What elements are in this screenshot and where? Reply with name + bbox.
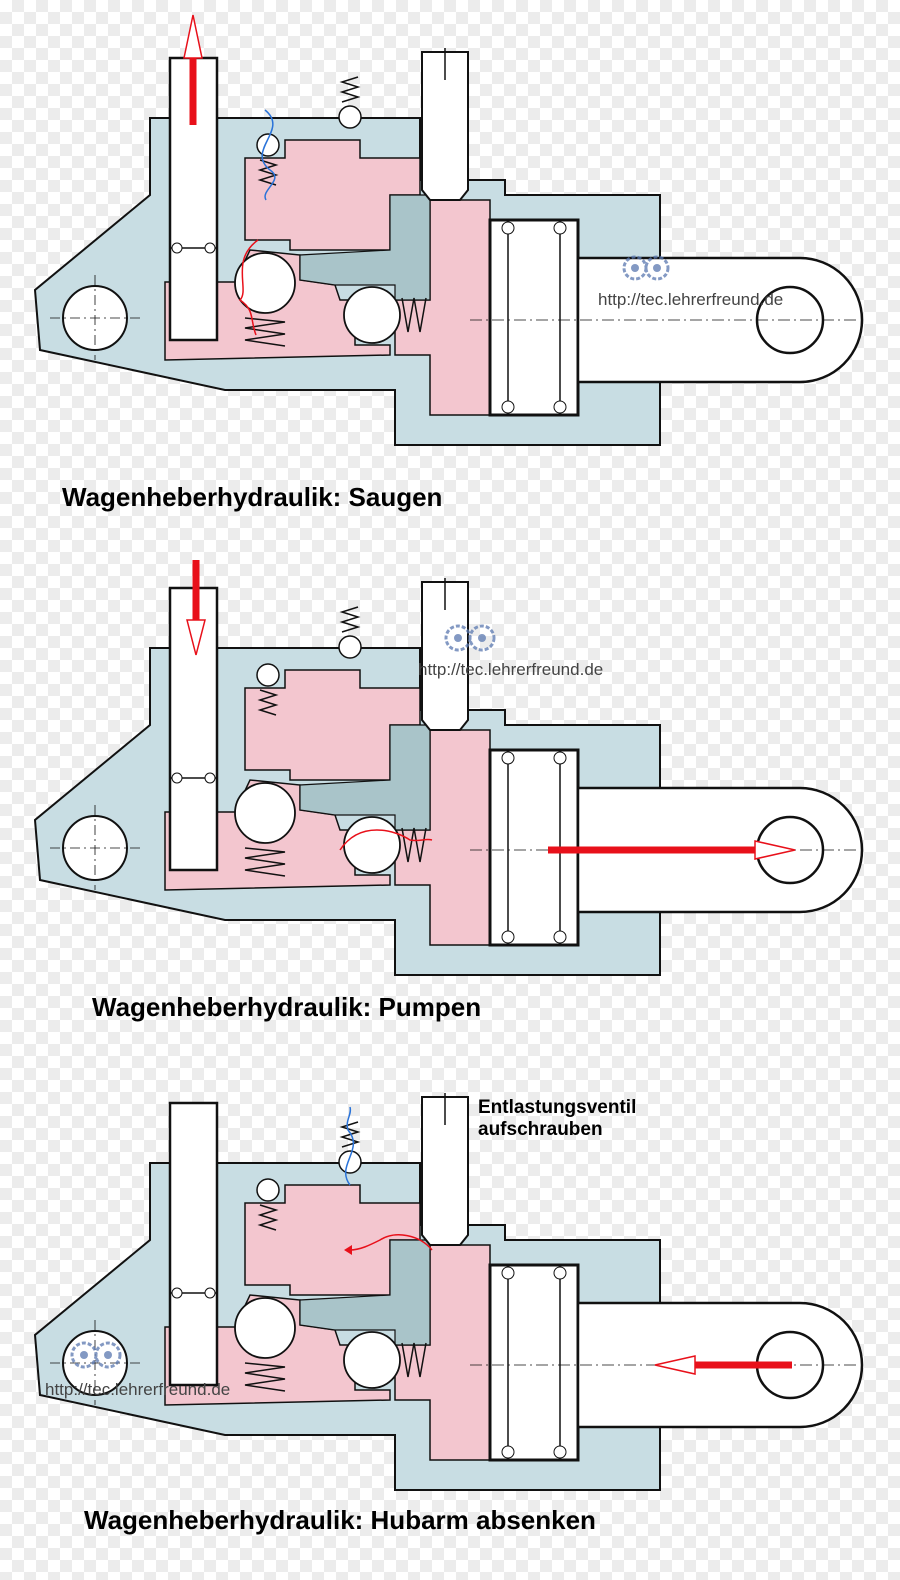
suction-valve-ball	[234, 1297, 296, 1359]
suction-valve-ball	[234, 252, 296, 314]
owl-logo-icon	[622, 255, 670, 281]
jack-hydraulics-diagram-lowering: http://tec.lehrerfreund.de	[33, 1093, 864, 1491]
caption-suction: Wagenheberhydraulik: Saugen	[62, 482, 443, 512]
intake-check-ball	[256, 1178, 280, 1202]
vent-ball	[338, 635, 362, 659]
relief-valve-note-line1: Entlastungsventil	[478, 1097, 637, 1118]
release-screw	[421, 1096, 469, 1246]
diagram-panel-lowering: http://tec.lehrerfreund.de Entlastungsve…	[0, 1045, 900, 1545]
spring-icon	[339, 1121, 361, 1148]
return-passage	[299, 194, 431, 301]
pressure-valve-ball	[343, 816, 401, 874]
jack-hydraulics-diagram-pumping: http://tec.lehrerfreund.de	[33, 560, 864, 976]
caption-pumping: Wagenheberhydraulik: Pumpen	[92, 992, 482, 1022]
watermark-text: http://tec.lehrerfreund.de	[45, 1380, 230, 1399]
relief-valve-note-line2: aufschrauben	[478, 1119, 603, 1140]
return-passage	[299, 724, 431, 831]
intake-check-ball	[256, 663, 280, 687]
pump-plunger	[168, 56, 219, 342]
flow-path-red	[349, 1234, 433, 1251]
jack-hydraulics-diagram-suction: http://tec.lehrerfreund.de	[33, 14, 864, 446]
relief-valve-note: Entlastungsventil aufschrauben	[478, 1097, 636, 1141]
lift-piston	[488, 218, 580, 417]
lift-piston	[488, 1263, 580, 1462]
caption-lowering: Wagenheberhydraulik: Hubarm absenken	[84, 1505, 596, 1535]
pump-plunger	[168, 1101, 219, 1387]
suction-valve-ball	[234, 782, 296, 844]
flow-path-blue	[344, 1106, 355, 1186]
diagram-panel-pumping: http://tec.lehrerfreund.de Wagenheberhyd…	[0, 530, 900, 1030]
return-passage	[299, 1239, 431, 1346]
flow-path-red	[238, 239, 259, 336]
release-screw	[421, 581, 469, 731]
vent-ball	[338, 1150, 362, 1174]
flow-path-red	[339, 829, 433, 851]
diagram-panel-suction: http://tec.lehrerfreund.de Wagenheberhyd…	[0, 0, 900, 512]
owl-logo-icon	[70, 1341, 122, 1369]
pressure-valve-ball	[343, 1331, 401, 1389]
owl-logo-icon	[444, 624, 496, 652]
flow-path-blue	[261, 109, 276, 201]
vent-ball	[338, 105, 362, 129]
pressure-valve-ball	[343, 286, 401, 344]
watermark-text: http://tec.lehrerfreund.de	[598, 290, 783, 309]
spring-icon	[339, 76, 361, 103]
watermark-text: http://tec.lehrerfreund.de	[418, 660, 603, 679]
spring-icon	[339, 606, 361, 633]
release-screw	[421, 51, 469, 201]
